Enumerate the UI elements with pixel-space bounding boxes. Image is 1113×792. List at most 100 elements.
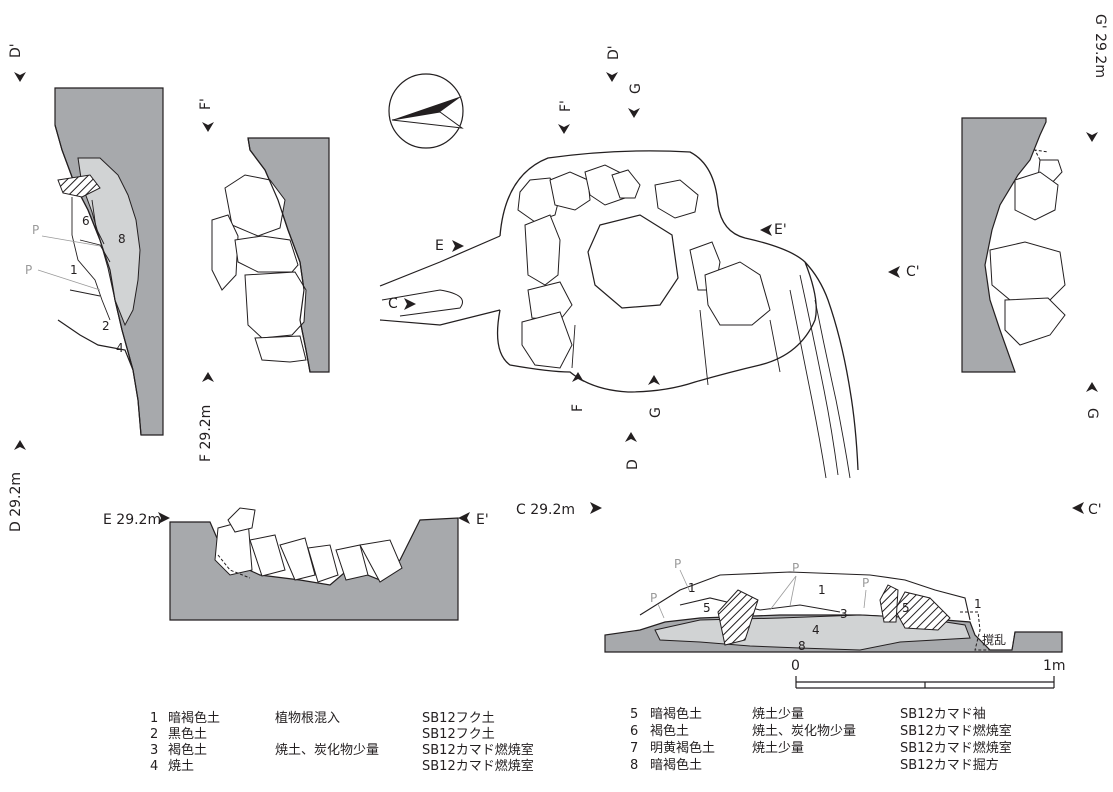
e-stone [307, 544, 339, 583]
legend-soil: 暗褐色土 [650, 757, 702, 773]
c-layer-num-4: 4 [812, 623, 820, 637]
legend-soil: 焼土 [168, 759, 194, 774]
scale-start-label: 0 [791, 658, 800, 674]
legend-soil: 褐色土 [168, 742, 207, 758]
plan-e-right-label: E' [774, 222, 787, 238]
north-arrow-icon [392, 96, 462, 120]
plan-e-left-label: E [435, 238, 444, 254]
g-stone [1004, 297, 1066, 346]
plan-stone [527, 281, 573, 321]
e-stone [335, 544, 369, 581]
plan-flue [379, 235, 501, 326]
plan-stone [704, 261, 771, 326]
c-p-label: P [792, 561, 799, 575]
legend-row-6: 6 褐色土 焼土、炭化物少量 SB12カマド燃焼室 [630, 723, 1012, 739]
legend-soil: 黒色土 [168, 726, 207, 742]
f-stone [211, 214, 239, 291]
legend-num: 6 [630, 724, 638, 739]
plan-f-bottom-label: F [570, 404, 586, 412]
plan-c-left-label: C [388, 296, 398, 312]
legend-feature: SB12カマド燃焼室 [900, 740, 1012, 756]
g-stones [989, 159, 1066, 346]
legend-row-1: 1 暗褐色土 植物根混入 SB12フク土 [150, 710, 495, 726]
c-p-leader [789, 575, 797, 607]
d-top-arrow-icon [14, 72, 26, 82]
plan-c-left-arrow-icon [404, 298, 416, 310]
legend-feature: SB12カマド掘方 [900, 757, 999, 773]
d-layer-num-1: 1 [70, 263, 78, 277]
section-e: E 29.2m E' [103, 507, 489, 621]
plan-c-right-arrow-icon [888, 266, 900, 278]
c-sleeve-left [717, 589, 759, 646]
section-d: P P 6 8 1 2 4 D' D 29.2m [8, 43, 164, 532]
c-layer-num-5: 5 [703, 601, 711, 615]
f-stones [211, 174, 307, 363]
c-p-leader [769, 575, 797, 611]
section-c: P P P P 1 5 3 4 8 5 1 1 撹乱 C 29.2m C' [516, 502, 1102, 653]
c-sleeve-right-small [879, 584, 899, 623]
legend-num: 5 [630, 707, 638, 722]
section-g: G' 29.2m G [961, 14, 1108, 419]
plan-f-top-arrow-icon [558, 124, 570, 134]
section-c-left-label: C 29.2m [516, 502, 575, 518]
section-c-right-label: C' [1088, 502, 1102, 518]
plan-d-bottom-arrow-icon [625, 432, 637, 442]
plan-stone [549, 171, 591, 211]
d-burnt-clay-block [57, 174, 101, 198]
d-layer-lines [69, 197, 111, 321]
plan-chimney [789, 274, 851, 479]
scale-bar: 0 1m [791, 658, 1066, 689]
g-bottom-arrow-icon [1086, 382, 1098, 392]
plan-e-left-arrow-icon [452, 240, 464, 252]
plan-f-bottom-arrow-icon [572, 372, 584, 382]
legend-row-5: 5 暗褐色土 焼土少量 SB12カマド袖 [630, 706, 986, 722]
plan-view: D' G F' E E' C C' F G D [379, 45, 920, 479]
plan-flue-channel [381, 289, 463, 317]
legend-num: 3 [150, 743, 158, 758]
plan-c-right-label: C' [906, 264, 920, 280]
d-p-label-2: P [25, 263, 32, 277]
c-p-label: P [674, 557, 681, 571]
d-layer-num-4: 4 [116, 341, 124, 355]
scale-end-label: 1m [1043, 658, 1066, 674]
north-arrow-tail [391, 111, 464, 129]
plan-inner-lines [571, 309, 781, 386]
e-stone [279, 537, 316, 581]
f-stone [244, 271, 307, 339]
section-d-top-label: D' [8, 43, 24, 58]
e-stone [227, 507, 256, 533]
e-stones [214, 507, 403, 583]
c-p-label: P [862, 576, 869, 590]
plan-d-top-label: D' [606, 45, 622, 60]
plan-stone [654, 179, 699, 219]
legend-num: 2 [150, 727, 158, 742]
e-disturbed-edge [217, 554, 251, 579]
legend-note: 焼土少量 [752, 707, 804, 722]
e-stone [249, 534, 286, 577]
d-p-leader-1 [41, 235, 101, 247]
c-disturbed-outline [960, 611, 1016, 651]
legend-soil: 暗褐色土 [168, 710, 220, 726]
legend-feature: SB12カマド燃焼室 [900, 723, 1012, 739]
e-left-arrow-icon [158, 512, 170, 524]
legend-feature: SB12カマド燃焼室 [422, 742, 534, 758]
plan-stone [524, 214, 561, 286]
section-g-top-label: G' 29.2m [1092, 14, 1108, 78]
legend-row-2: 2 黒色土 SB12フク土 [150, 726, 495, 742]
legend-feature: SB12カマド燃焼室 [422, 758, 534, 774]
plan-stone [521, 311, 573, 369]
g-top-arrow-icon [1086, 132, 1098, 142]
section-d-bottom-label: D 29.2m [8, 472, 24, 532]
d-layer-num-2: 2 [102, 319, 110, 333]
d-layer-num-6: 6 [82, 214, 90, 228]
legend-num: 4 [150, 759, 158, 774]
c-right-arrow-icon [1072, 502, 1084, 514]
g-stone [1014, 171, 1059, 221]
c-layer-num-8: 8 [798, 639, 806, 653]
section-f: F' F 29.2m [198, 98, 330, 462]
d-p-leader-2 [37, 269, 101, 291]
plan-g-bottom-arrow-icon [648, 375, 660, 385]
f-stone [254, 335, 307, 363]
legend-soil: 暗褐色土 [650, 706, 702, 722]
